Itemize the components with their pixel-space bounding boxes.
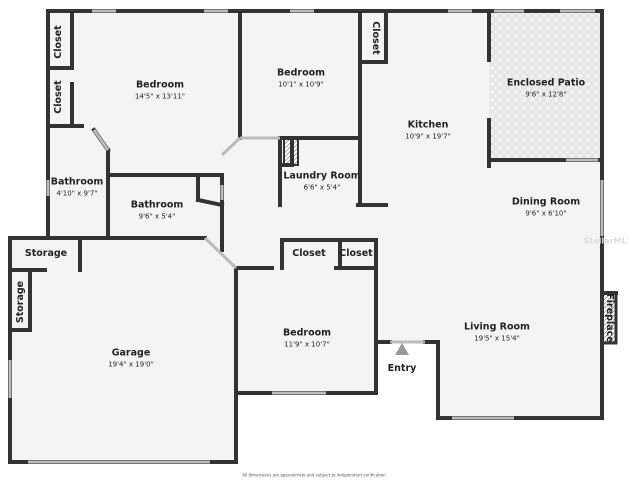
entry-arrow [395,343,409,355]
window-or-opening [220,136,242,157]
disclaimer: All dimensions are approximate and subje… [242,472,386,478]
closet-label: Closet [53,25,65,59]
room-name: Laundry Room [283,170,361,182]
room-dims: 19'4" x 19'0" [108,360,154,369]
room-dims: 14'5" x 13'11" [134,92,186,101]
fireplace-label: Fireplace [603,293,615,343]
room-name: Bedroom [135,79,185,91]
room-name: Garage [111,347,151,359]
room-name: Kitchen [407,119,449,131]
room-dims: 9'6" x 6'10" [525,209,567,218]
closet-label: Closet [53,80,65,114]
enclosed-patio-floor [489,11,602,160]
closet-label: Closet [369,21,381,55]
room-name: Bedroom [282,327,332,339]
room-dims: 9'6" x 5'4" [138,212,176,221]
room-name: Bathroom [130,199,184,211]
window-or-opening [92,129,110,151]
room-dims: 10'1" x 10'9" [278,80,324,89]
room-name: Bedroom [276,67,326,79]
wall [195,197,225,208]
window-or-opening [203,236,238,270]
room-name: Enclosed Patio [506,77,586,89]
room-dims: 19'5" x 15'4" [474,334,520,343]
entry-label: Entry [387,363,417,375]
watermark: StellarMLS [583,236,628,246]
storage-label: Storage [15,280,27,324]
room-dims: 11'9" x 10'7" [284,340,330,349]
room-dims: 4'10" x 9'7" [56,189,98,198]
room-dims: 9'6" x 12'8" [525,90,567,99]
main-floor [10,11,602,462]
room-name: Bathroom [50,176,104,188]
floor-areas [10,11,618,462]
windows [8,9,604,464]
room-dims: 10'9" x 19'7" [405,132,451,141]
storage-label: Storage [24,248,68,260]
room-dims: 6'6" x 5'4" [303,183,341,192]
room-name: Living Room [464,321,530,333]
closet-label: Closet [292,248,326,260]
closet-label: Closet [339,248,373,260]
room-name: Dining Room [511,196,581,208]
